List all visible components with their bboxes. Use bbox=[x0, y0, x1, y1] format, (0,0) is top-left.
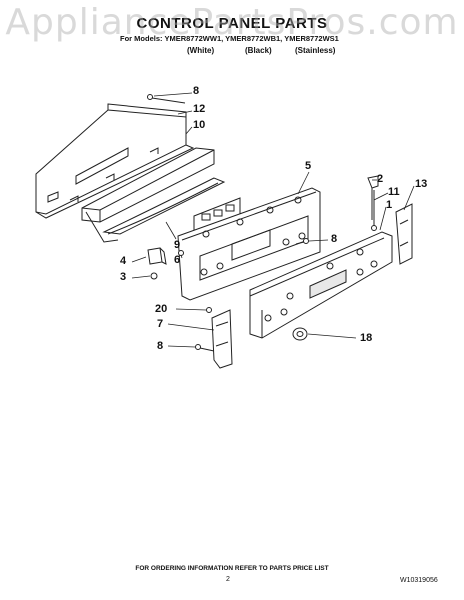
variant-black: (Black) bbox=[245, 46, 272, 55]
screw-part bbox=[206, 307, 212, 313]
callout-1: 1 bbox=[386, 199, 393, 211]
leader-lines bbox=[131, 92, 415, 348]
variant-stainless: (Stainless) bbox=[295, 46, 336, 55]
ordering-note: FOR ORDERING INFORMATION REFER TO PARTS … bbox=[135, 565, 329, 572]
end-bracket-part bbox=[211, 309, 233, 369]
screw-part bbox=[295, 238, 309, 245]
console-back-part bbox=[35, 103, 195, 219]
end-cap-part bbox=[292, 327, 308, 341]
control-panel-face-part bbox=[249, 231, 393, 339]
callout-20: 20 bbox=[155, 303, 168, 315]
callout-8: 8 bbox=[193, 85, 200, 97]
callout-6: 6 bbox=[174, 254, 181, 266]
callout-7: 7 bbox=[157, 318, 164, 330]
thermistor-part bbox=[371, 190, 377, 231]
callout-2: 2 bbox=[377, 173, 384, 185]
callout-10: 10 bbox=[193, 119, 206, 131]
control-support-part bbox=[81, 147, 215, 243]
handle-trim-part bbox=[102, 177, 226, 235]
callout-12: 12 bbox=[193, 103, 206, 115]
knob-part bbox=[147, 247, 167, 265]
callout-5: 5 bbox=[305, 160, 312, 172]
callout-4: 4 bbox=[120, 255, 127, 267]
end-cap-part bbox=[395, 203, 413, 265]
document-number: W10319056 bbox=[400, 577, 438, 584]
variant-white: (White) bbox=[187, 46, 215, 55]
callout-13: 13 bbox=[415, 178, 428, 190]
callout-8: 8 bbox=[331, 233, 338, 245]
page-title: CONTROL PANEL PARTS bbox=[136, 15, 328, 32]
callout-9: 9 bbox=[174, 239, 181, 251]
callout-8: 8 bbox=[157, 340, 164, 352]
clip-part bbox=[367, 175, 379, 220]
page-number: 2 bbox=[226, 576, 230, 583]
callout-3: 3 bbox=[120, 271, 127, 283]
callout-18: 18 bbox=[360, 332, 373, 344]
screw-part bbox=[195, 344, 215, 352]
screw-part bbox=[147, 94, 186, 104]
callout-11: 11 bbox=[388, 186, 400, 198]
washer-part bbox=[150, 272, 158, 280]
models-line: For Models: YMER8772WW1, YMER8772WB1, YM… bbox=[120, 34, 339, 43]
